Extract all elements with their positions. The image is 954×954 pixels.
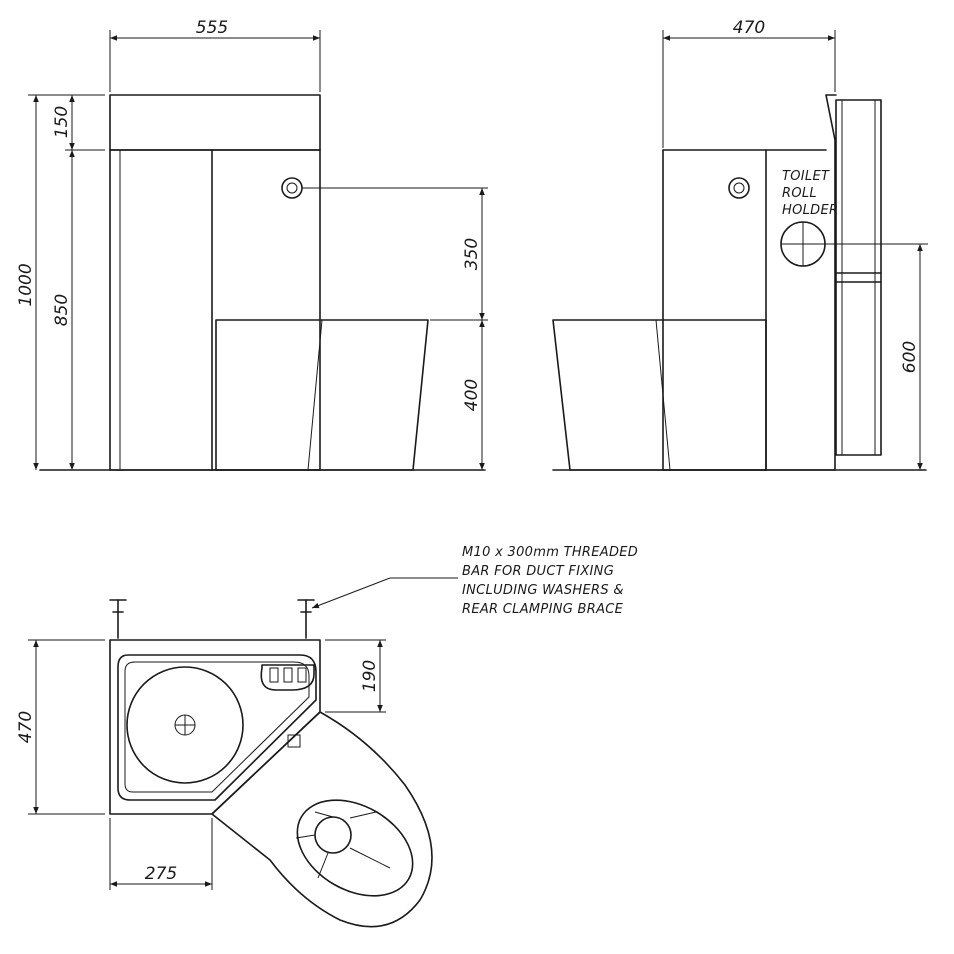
dim-top-panel-height: 150: [52, 106, 72, 138]
plan-wc-pan: [211, 711, 433, 928]
rear-duct-frame: [835, 99, 882, 456]
plan-wc-bowl: [295, 799, 414, 897]
dim-body-height: 850: [52, 294, 72, 326]
plan-waste-outlet: [174, 714, 196, 736]
roll-holder-label-2: ROLL: [782, 186, 817, 201]
front-dimensions: 555 1000 150 850 350 400: [16, 18, 488, 470]
threaded-bar-note-4: REAR CLAMPING BRACE: [462, 602, 624, 617]
front-top-panel: [109, 94, 321, 151]
dim-plan-depth: 470: [16, 711, 36, 743]
front-pan: [215, 319, 429, 471]
roll-holder-label-1: TOILET: [782, 169, 830, 184]
front-elevation: [39, 94, 486, 471]
plan-dimensions: 470 190 275 M10 x 300mm THREADED BAR FOR…: [16, 545, 638, 890]
side-pan: [552, 319, 767, 471]
plan-basin: [117, 654, 317, 801]
threaded-bars: [109, 599, 315, 639]
dim-plan-corner-depth: 190: [360, 660, 380, 692]
plan-basin-bowl: [126, 666, 244, 784]
dim-outlet-height: 350: [462, 238, 482, 270]
side-elevation: [552, 94, 927, 471]
dim-plan-corner-width: 275: [145, 864, 177, 884]
threaded-bar-note-2: BAR FOR DUCT FIXING: [462, 564, 614, 579]
plan-view: [109, 599, 433, 928]
dim-side-width: 470: [733, 18, 765, 38]
threaded-bar-note-3: INCLUDING WASHERS &: [462, 583, 624, 598]
dim-front-width: 555: [196, 18, 228, 38]
side-dimensions: TOILET ROLL HOLDER 470 600: [662, 18, 928, 470]
toilet-roll-holder: [780, 221, 826, 267]
plan-bracket: [287, 734, 301, 748]
threaded-bar-note-1: M10 x 300mm THREADED: [462, 545, 638, 560]
roll-holder-label-3: HOLDER: [782, 203, 838, 218]
outlet-fitting-front: [281, 177, 303, 199]
dim-overall-height: 1000: [16, 263, 36, 306]
dim-pan-height: 400: [462, 379, 482, 411]
plan-controls: [260, 664, 315, 691]
dim-roll-holder-height: 600: [900, 341, 920, 373]
note-leader: [311, 577, 458, 609]
side-cabinet: [662, 94, 837, 471]
outlet-fitting-side: [728, 177, 750, 199]
